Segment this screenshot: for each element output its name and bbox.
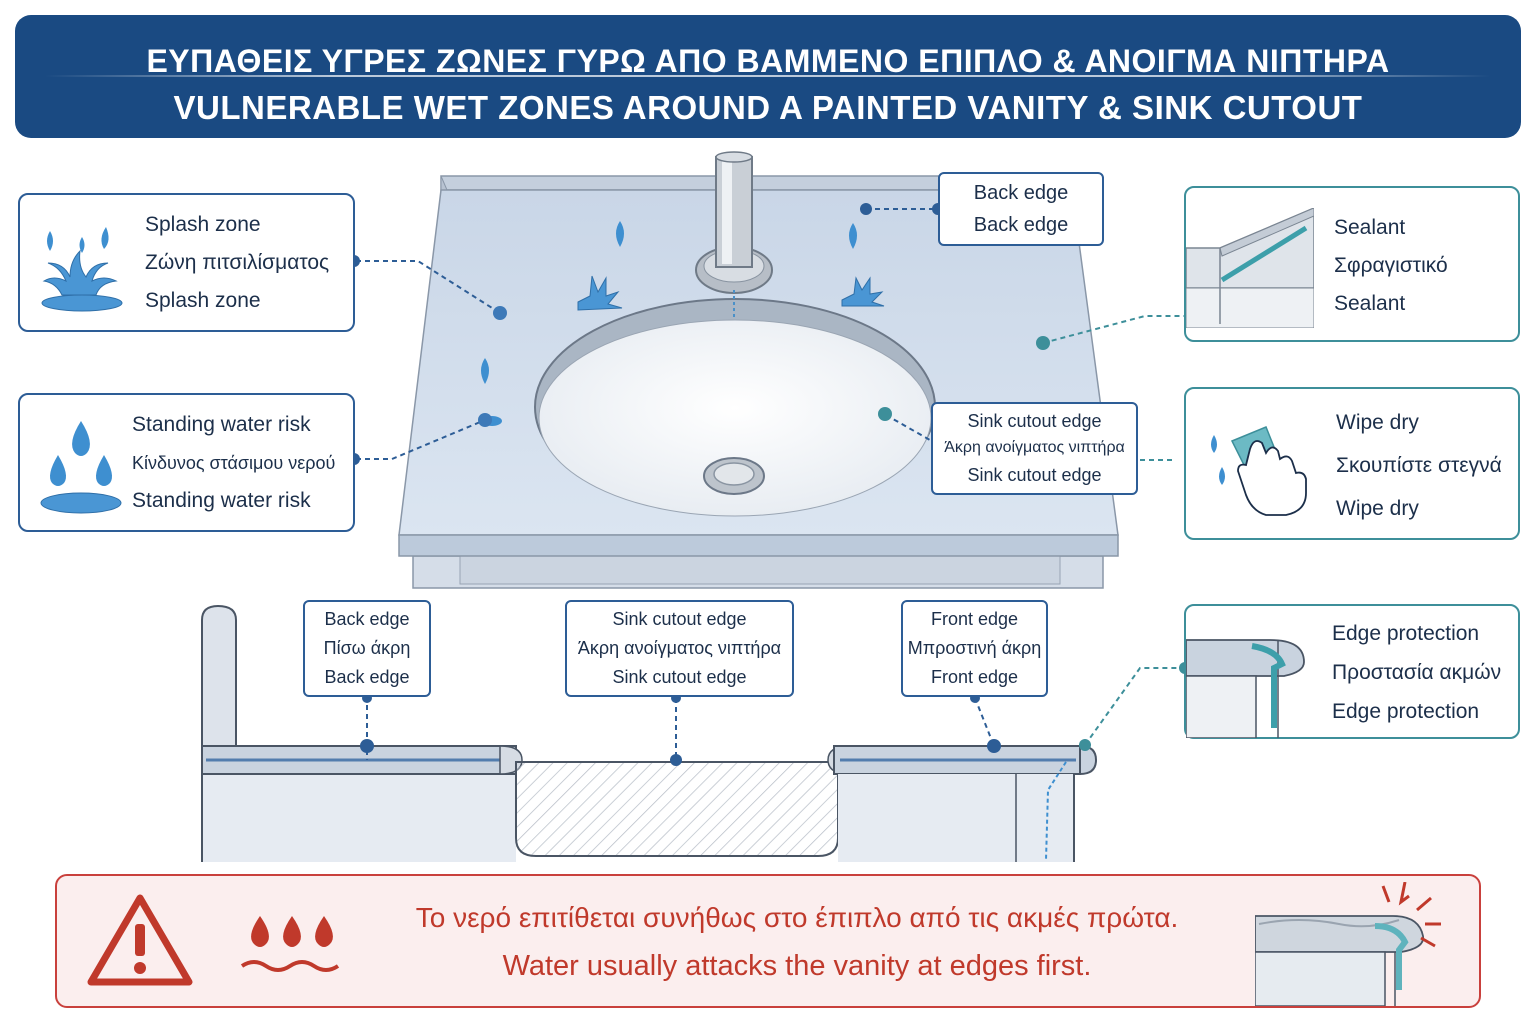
label-sink-cutout-top: Sink cutout edge Άκρη ανοίγματος νιπτήρα…: [931, 402, 1138, 495]
warning-banner: Το νερό επιτίθεται συνήθως στο έπιπλο απ…: [55, 874, 1481, 1008]
splash-line-3: Splash zone: [145, 289, 261, 312]
warning-triangle-icon: [87, 894, 193, 986]
edge-line-3: Edge protection: [1332, 700, 1480, 723]
cross-section: [201, 604, 1098, 862]
card-splash-zone: Splash zone Ζώνη πιτσιλίσματος Splash zo…: [18, 193, 355, 332]
card-standing-water: Standing water risk Κίνδυνος στάσιμου νε…: [18, 393, 355, 532]
label-back-edge-section: Back edge Πίσω άκρη Back edge: [303, 600, 431, 697]
damaged-edge-icon: [1255, 882, 1441, 1006]
splash-marks: [577, 275, 885, 311]
splash-icon: [41, 227, 123, 312]
cutout-section-line-1: Sink cutout edge: [612, 609, 747, 629]
faucet: [695, 151, 773, 318]
cutout-section-line-3: Sink cutout edge: [612, 667, 747, 687]
title-divider: [45, 75, 1491, 77]
label-sink-cutout-section: Sink cutout edge Άκρη ανοίγματος νιπτήρα…: [565, 600, 794, 697]
card-edge-protection: Edge protection Προστασία ακμών Edge pro…: [1184, 604, 1520, 739]
front-section-line-1: Front edge: [930, 609, 1019, 629]
sealant-line-3: Sealant: [1334, 292, 1406, 315]
cutout-section-line-2: Άκρη ανοίγματος νιπτήρα: [577, 638, 782, 658]
back-section-line-3: Back edge: [324, 667, 410, 687]
label-back-edge-top: Back edge Back edge: [938, 172, 1104, 246]
edge-line-2: Προστασία ακμών: [1332, 661, 1502, 684]
drop-icon: [616, 221, 624, 247]
drop-icon: [849, 223, 857, 249]
back-section-line-2: Πίσω άκρη: [323, 638, 411, 658]
hand-cloth-icon: [1211, 426, 1307, 516]
sealant-corner-icon: [1186, 208, 1314, 328]
standing-line-2: Κίνδυνος στάσιμου νερού: [132, 452, 336, 473]
sealant-line-1: Sealant: [1334, 216, 1406, 239]
sink-cutout-top-line-1: Sink cutout edge: [967, 410, 1102, 431]
back-edge-top-line-2: Back edge: [973, 213, 1069, 236]
vanity-cabinet: [412, 555, 1104, 589]
sink-bowl: [534, 298, 936, 517]
standing-line-1: Standing water risk: [132, 413, 311, 436]
warning-text-greek: Το νερό επιτίθεται συνήθως στο έπιπλο απ…: [415, 902, 1179, 933]
warning-text-english: Water usually attacks the vanity at edge…: [502, 950, 1092, 982]
back-section-line-1: Back edge: [324, 609, 410, 629]
water-drops-icon: [240, 916, 340, 972]
back-edge-top-line-1: Back edge: [973, 181, 1069, 204]
edge-profile-icon: [1186, 639, 1305, 738]
title-english: VULNERABLE WET ZONES AROUND A PAINTED VA…: [173, 89, 1363, 126]
leader-lines-teal: [1042, 315, 1185, 746]
wipe-line-3: Wipe dry: [1336, 497, 1419, 520]
standing-line-3: Standing water risk: [132, 489, 311, 512]
splash-line-1: Splash zone: [145, 213, 261, 236]
drop-icon: [481, 358, 489, 384]
title-greek: ΕΥΠΑΘΕΙΣ ΥΓΡΕΣ ΖΩΝΕΣ ΓΥΡΩ ΑΠΟ ΒΑΜΜΕΝΟ ΕΠ…: [146, 43, 1390, 79]
header-banner: ΕΥΠΑΘΕΙΣ ΥΓΡΕΣ ΖΩΝΕΣ ΓΥΡΩ ΑΠΟ ΒΑΜΜΕΝΟ ΕΠ…: [15, 15, 1521, 138]
water-drops-icon: [40, 421, 122, 514]
sink-cutout-top-line-3: Sink cutout edge: [967, 465, 1102, 486]
sealant-line-2: Σφραγιστικό: [1334, 254, 1448, 277]
splash-line-2: Ζώνη πιτσιλίσματος: [145, 251, 330, 274]
card-wipe-dry: Wipe dry Σκουπίστε στεγνά Wipe dry: [1184, 387, 1520, 540]
wipe-line-2: Σκουπίστε στεγνά: [1336, 454, 1502, 477]
sink-cutout-top-line-2: Άκρη ανοίγματος νιπτήρα: [944, 439, 1125, 457]
leader-lines: [356, 208, 938, 460]
edge-line-1: Edge protection: [1332, 622, 1480, 645]
front-section-line-2: Μπροστινή άκρη: [907, 638, 1042, 658]
front-section-line-3: Front edge: [930, 667, 1019, 687]
wipe-line-1: Wipe dry: [1336, 411, 1419, 434]
card-sealant: Sealant Σφραγιστικό Sealant: [1184, 186, 1520, 342]
label-front-edge-section: Front edge Μπροστινή άκρη Front edge: [901, 600, 1048, 697]
